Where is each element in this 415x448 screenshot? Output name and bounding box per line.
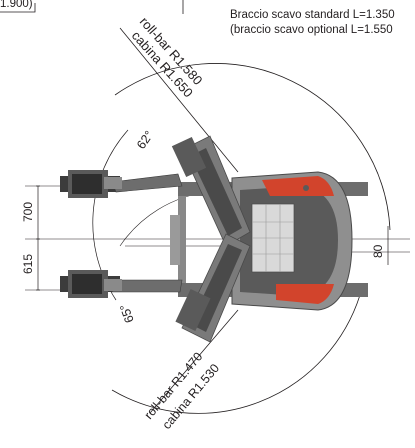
boom-upper: [171, 135, 251, 247]
label-dim-80: 80: [371, 244, 385, 258]
label-angle-bottom: 65°: [117, 302, 137, 325]
label-angle-top: 62°: [134, 128, 156, 152]
swing-arc-lower: [111, 294, 361, 414]
engine-cover-top: [262, 176, 334, 196]
label-dim-700: 700: [21, 202, 35, 222]
note-fragment: 1.900): [0, 0, 33, 10]
arm-left-top: [60, 170, 183, 198]
angle-arc-mid: [119, 191, 209, 247]
note-optional-arm: (braccio scavo optional L=1.550: [230, 24, 393, 36]
radius-line-bottom: [149, 309, 239, 414]
arm-left-bottom: [60, 270, 183, 298]
note-box-edge: [0, 3, 36, 13]
engine-cover-bottom: [276, 284, 334, 304]
swing-arc-outer: [114, 63, 391, 231]
boom-lower: [175, 233, 251, 343]
blade: [170, 215, 180, 265]
note-standard-arm: Braccio scavo standard L=1.350: [230, 9, 395, 21]
radius-line-top: [119, 27, 239, 173]
label-dim-615: 615: [21, 254, 35, 274]
blade-frame: [178, 196, 186, 283]
